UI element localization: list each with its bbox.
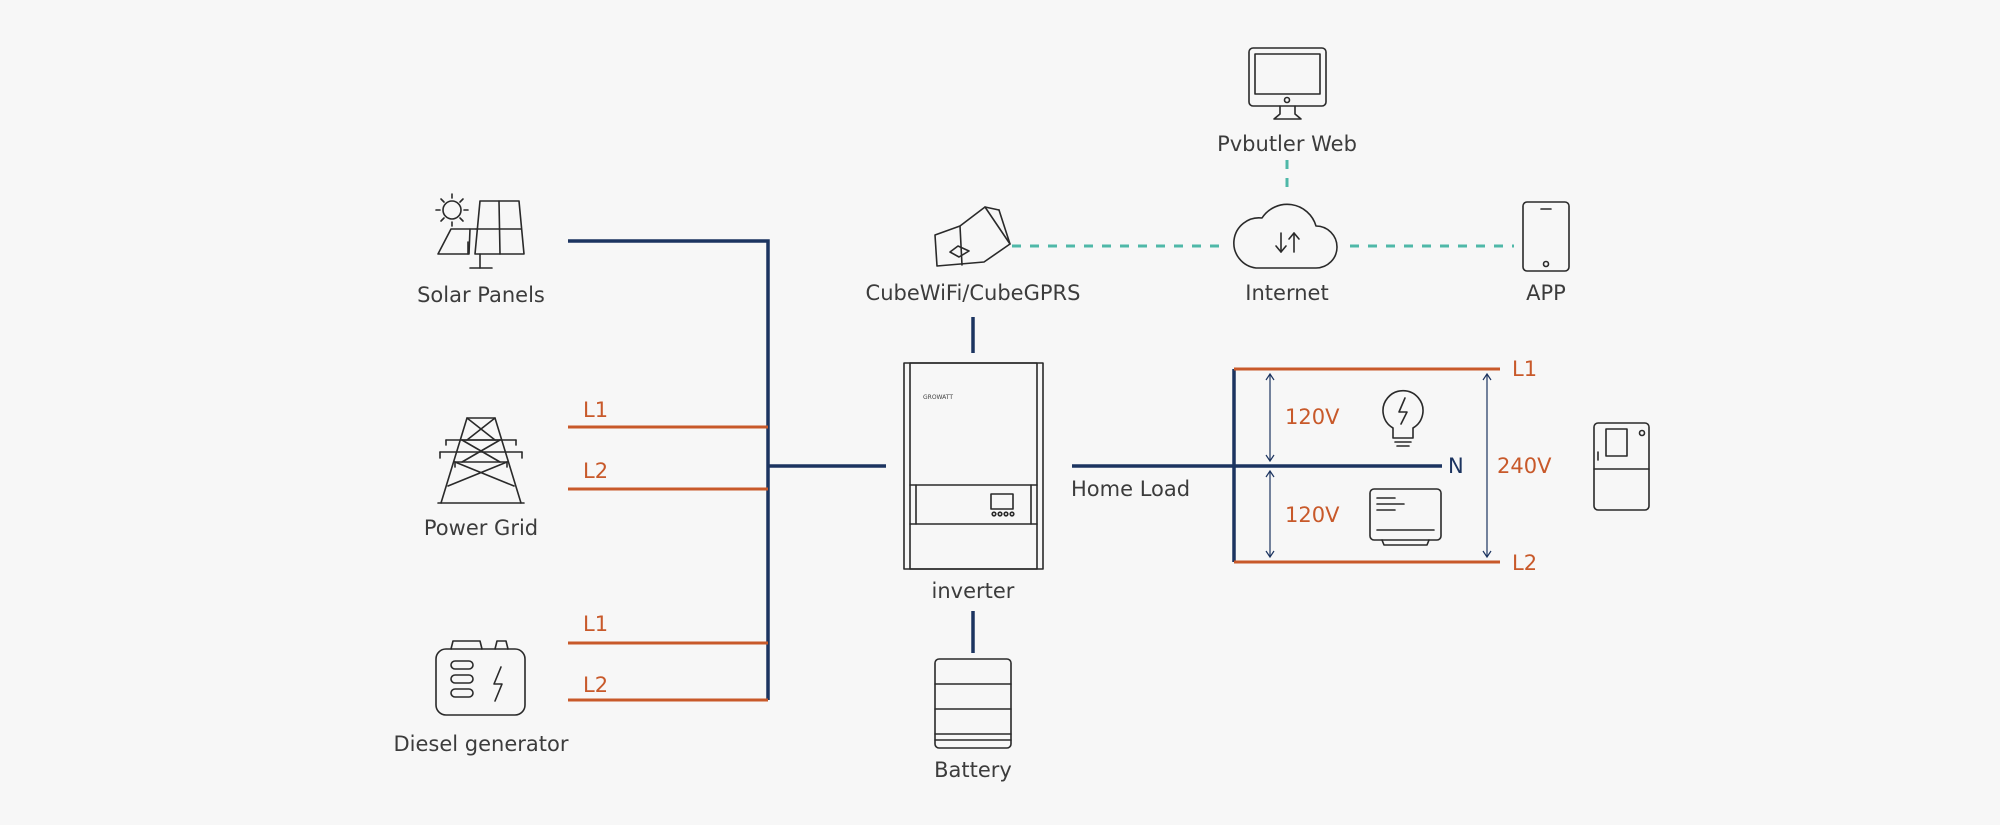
solar-panel-icon (437, 200, 525, 269)
arrow-head (1265, 469, 1275, 478)
arrow-head (1265, 550, 1275, 559)
arrow-head (1482, 550, 1492, 559)
total-voltage-label: 240V (1497, 454, 1552, 478)
ac-unit-icon (1369, 488, 1442, 546)
wifi-dongle-icon (934, 206, 1011, 267)
connections (568, 160, 1514, 702)
battery-icon (934, 658, 1012, 749)
bulb-icon (1382, 389, 1424, 447)
solar-bus-line (568, 239, 770, 700)
cube-label: CubeWiFi/CubeGPRS (866, 281, 1081, 305)
inverter-icon (903, 362, 1044, 570)
load-l1-label: L1 (1512, 357, 1537, 381)
pylon-icon (437, 417, 525, 504)
phone-icon (1522, 201, 1570, 272)
grid-l1-label: L1 (583, 398, 608, 422)
inverter-label: inverter (932, 579, 1015, 603)
arrow-head (1265, 454, 1275, 463)
voltage-dimensions (1265, 372, 1492, 559)
gen-l2-label: L2 (583, 673, 608, 697)
home-load-label: Home Load (1071, 477, 1190, 501)
gen-l1-label: L1 (583, 612, 608, 636)
arrow-head (1482, 372, 1492, 381)
pvbutler-web-label: Pvbutler Web (1217, 132, 1357, 156)
upper-voltage-label: 120V (1285, 405, 1340, 429)
solar-panels-label: Solar Panels (417, 283, 545, 307)
inverter-brand-text: GROWATT (923, 394, 953, 401)
sun-icon (435, 193, 469, 227)
cloud-icon (1233, 203, 1338, 269)
generator-icon (435, 640, 526, 716)
load-l2-label: L2 (1512, 551, 1537, 575)
solar-panels-icon (435, 193, 525, 269)
arrow-head (1265, 372, 1275, 381)
neutral-label: N (1448, 454, 1464, 478)
diesel-generator-label: Diesel generator (394, 732, 569, 756)
app-label: APP (1526, 281, 1566, 305)
monitor-icon (1248, 47, 1327, 120)
internet-label: Internet (1245, 281, 1328, 305)
power-grid-label: Power Grid (424, 516, 538, 540)
grid-l2-label: L2 (583, 459, 608, 483)
lower-voltage-label: 120V (1285, 503, 1340, 527)
battery-label: Battery (934, 758, 1012, 782)
fridge-icon (1593, 422, 1650, 511)
